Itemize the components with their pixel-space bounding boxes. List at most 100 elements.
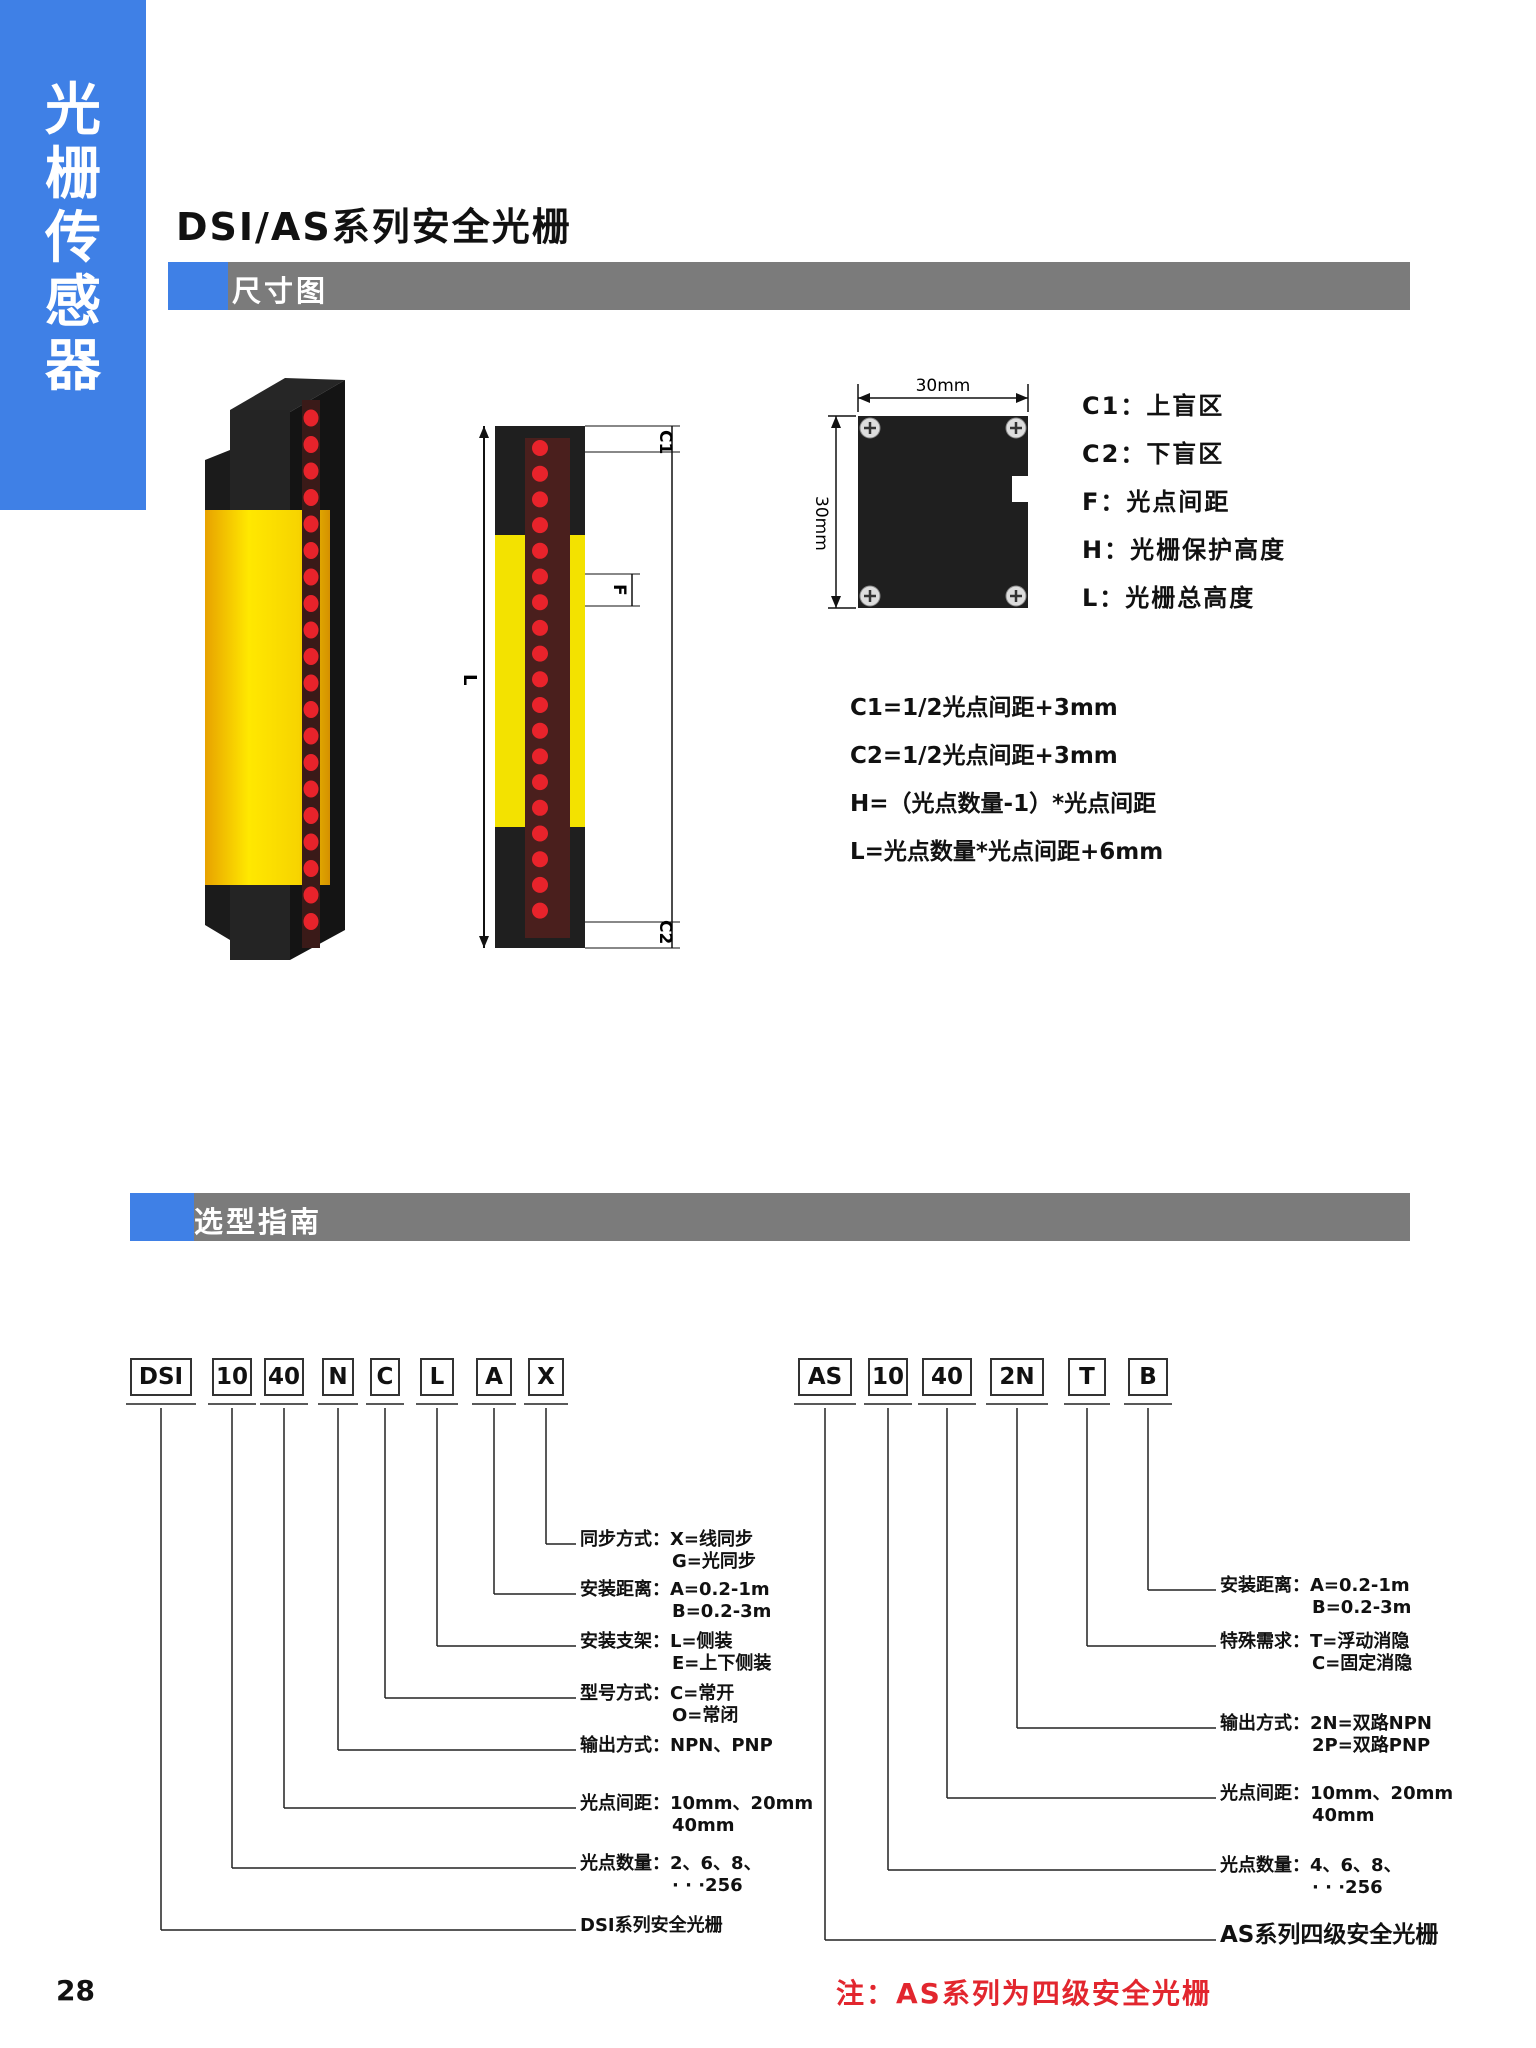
model-code-box: DSI <box>130 1358 192 1396</box>
led-dot <box>532 799 548 816</box>
led-dot <box>303 913 319 930</box>
desc-value-1: 10mm、20mm <box>670 1793 814 1814</box>
model-code-box: 10 <box>868 1358 908 1396</box>
legend-text: 下盲区 <box>1146 440 1225 468</box>
led-dot <box>532 568 548 585</box>
section-title-selection: 选型指南 <box>194 1205 323 1239</box>
led-dot <box>303 568 319 586</box>
legend-code: L <box>1082 584 1100 612</box>
legend-code: H <box>1082 536 1105 564</box>
led-dot <box>303 701 319 718</box>
as-series-note: 注：AS系列为四级安全光栅 <box>836 1977 1212 2010</box>
section-bar-dimension: 尺寸图 <box>168 262 1410 310</box>
led-dot <box>303 833 319 851</box>
screw-icon <box>859 585 881 607</box>
page-title: DSI/AS系列安全光栅 <box>176 205 572 249</box>
desc-key: 特殊需求： <box>1220 1631 1310 1652</box>
led-dot <box>303 621 319 639</box>
dsi-desc-item: 光点数量：2、6、8、· · ·256 <box>580 1853 762 1897</box>
model-code-box: A <box>476 1358 512 1396</box>
led-dot <box>303 489 319 506</box>
led-dot <box>532 619 548 636</box>
led-dot <box>532 517 548 534</box>
selection-guide-lines <box>126 1403 1216 1941</box>
legend-code: C2 <box>1082 440 1121 468</box>
led-dot <box>532 697 548 713</box>
desc-value-2: 2P=双路PNP <box>1312 1735 1431 1756</box>
led-dot <box>303 648 319 665</box>
led-dot <box>303 727 319 745</box>
cross-section-drawing: 30mm 30mm <box>811 376 1029 609</box>
desc-value-2: 40mm <box>672 1815 735 1836</box>
legend-text: 光点间距 <box>1126 488 1231 516</box>
model-code-box: AS <box>798 1358 852 1396</box>
legend-item: H：光栅保护高度 <box>1082 536 1287 564</box>
led-dot <box>303 674 319 692</box>
desc-key: 同步方式： <box>580 1529 670 1550</box>
legend-item: C1：上盲区 <box>1082 392 1225 420</box>
desc-key: 型号方式： <box>580 1683 670 1704</box>
model-code-box: 10 <box>212 1358 252 1396</box>
model-code-box: B <box>1128 1358 1168 1396</box>
desc-key: 安装距离： <box>1220 1575 1310 1596</box>
formula-line: L=光点数量*光点间距+6mm <box>850 839 1164 865</box>
model-code-box: N <box>322 1358 354 1396</box>
led-dot <box>532 902 548 919</box>
screw-icon <box>1005 585 1027 607</box>
desc-value-1: A=0.2-1m <box>670 1579 770 1600</box>
led-dots-front <box>532 440 548 919</box>
formula-line: C2=1/2光点间距+3mm <box>850 743 1118 769</box>
desc-key: 光点间距： <box>1220 1783 1310 1804</box>
dim-side-30mm: 30mm <box>811 496 831 551</box>
led-dot <box>303 595 319 612</box>
desc-value-1: T=浮动消隐 <box>1310 1631 1410 1652</box>
led-dot <box>303 886 319 904</box>
model-code-box: T <box>1068 1358 1106 1396</box>
led-dot <box>532 851 548 868</box>
legend-item: L：光栅总高度 <box>1082 584 1256 612</box>
led-dot <box>303 436 319 453</box>
led-dot <box>303 860 319 877</box>
led-dot <box>532 774 548 791</box>
side-category-tab: 光栅传感器 <box>0 0 146 510</box>
desc-key: 光点数量： <box>1220 1855 1310 1876</box>
desc-value-2: · · ·256 <box>1312 1877 1383 1898</box>
desc-key: 安装支架： <box>580 1631 670 1652</box>
as-desc-item: 光点数量：4、6、8、· · ·256 <box>1220 1855 1402 1899</box>
desc-value-2: O=常闭 <box>672 1705 739 1726</box>
desc-key: 输出方式： <box>1220 1713 1310 1734</box>
desc-value-1: C=常开 <box>670 1683 735 1704</box>
led-dot <box>532 722 548 739</box>
led-dot <box>532 465 548 482</box>
desc-value-1: 2N=双路NPN <box>1310 1713 1432 1734</box>
legend-code: C1 <box>1082 392 1121 420</box>
desc-value-1: 2、6、8、 <box>670 1853 762 1874</box>
model-code-box: X <box>528 1358 564 1396</box>
formula-line: C1=1/2光点间距+3mm <box>850 695 1118 721</box>
model-code-box: 40 <box>922 1358 972 1396</box>
led-dot <box>532 594 548 611</box>
led-dot <box>303 462 319 480</box>
desc-value-1: 4、6、8、 <box>1310 1855 1402 1876</box>
model-code-box: 2N <box>990 1358 1044 1396</box>
desc-value-1: L=侧装 <box>670 1631 733 1652</box>
section-title-dimension: 尺寸图 <box>232 274 329 308</box>
legend-text: 上盲区 <box>1146 392 1225 420</box>
dim-label-L: L <box>459 674 480 685</box>
desc-key: 光点间距： <box>580 1793 670 1814</box>
model-code-box: L <box>420 1358 454 1396</box>
section-bar-selection: 选型指南 <box>130 1193 1410 1241</box>
dim-label-C2: C2 <box>655 920 675 944</box>
model-code-box: 40 <box>264 1358 304 1396</box>
desc-value-2: B=0.2-3m <box>1312 1597 1412 1618</box>
led-dot <box>303 807 319 824</box>
as-desc-item: AS系列四级安全光栅 <box>1220 1924 1438 1947</box>
desc-value-1: X=线同步 <box>670 1529 753 1550</box>
